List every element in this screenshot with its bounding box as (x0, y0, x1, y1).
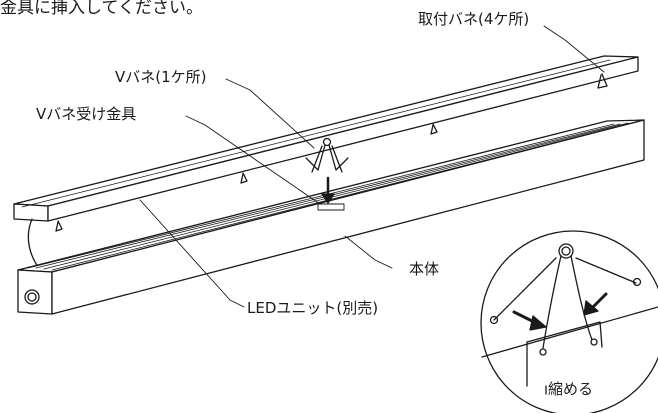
label-v-spring-bracket: Vバネ受け金具 (36, 105, 137, 123)
leader-v-bracket (185, 115, 321, 205)
label-mount-spring: 取付バネ(4ケ所) (418, 10, 530, 28)
mounting-spring (597, 73, 608, 89)
leader-body (344, 235, 393, 269)
v-spring (305, 137, 349, 173)
led-unit-cover (13, 55, 639, 222)
label-v-spring: Vバネ(1ケ所) (115, 68, 207, 86)
arrow-down-icon (321, 176, 335, 204)
mounting-spring (430, 123, 438, 135)
leader-mount-spring (543, 25, 605, 73)
label-body: 本体 (409, 260, 440, 278)
mounting-spring (240, 172, 248, 184)
label-compress: 縮める (548, 380, 594, 398)
compress-arrow-right-icon (583, 292, 608, 316)
compress-arrow-left-icon (512, 310, 547, 331)
mounting-spring (55, 220, 63, 232)
detail-magnifier (480, 230, 658, 413)
leader-v-spring (225, 78, 315, 149)
instruction-text: 金具に挿入してください。 (0, 0, 203, 18)
label-led-unit: LEDユニット(別売) (247, 299, 379, 317)
leader-led-unit (139, 199, 245, 308)
